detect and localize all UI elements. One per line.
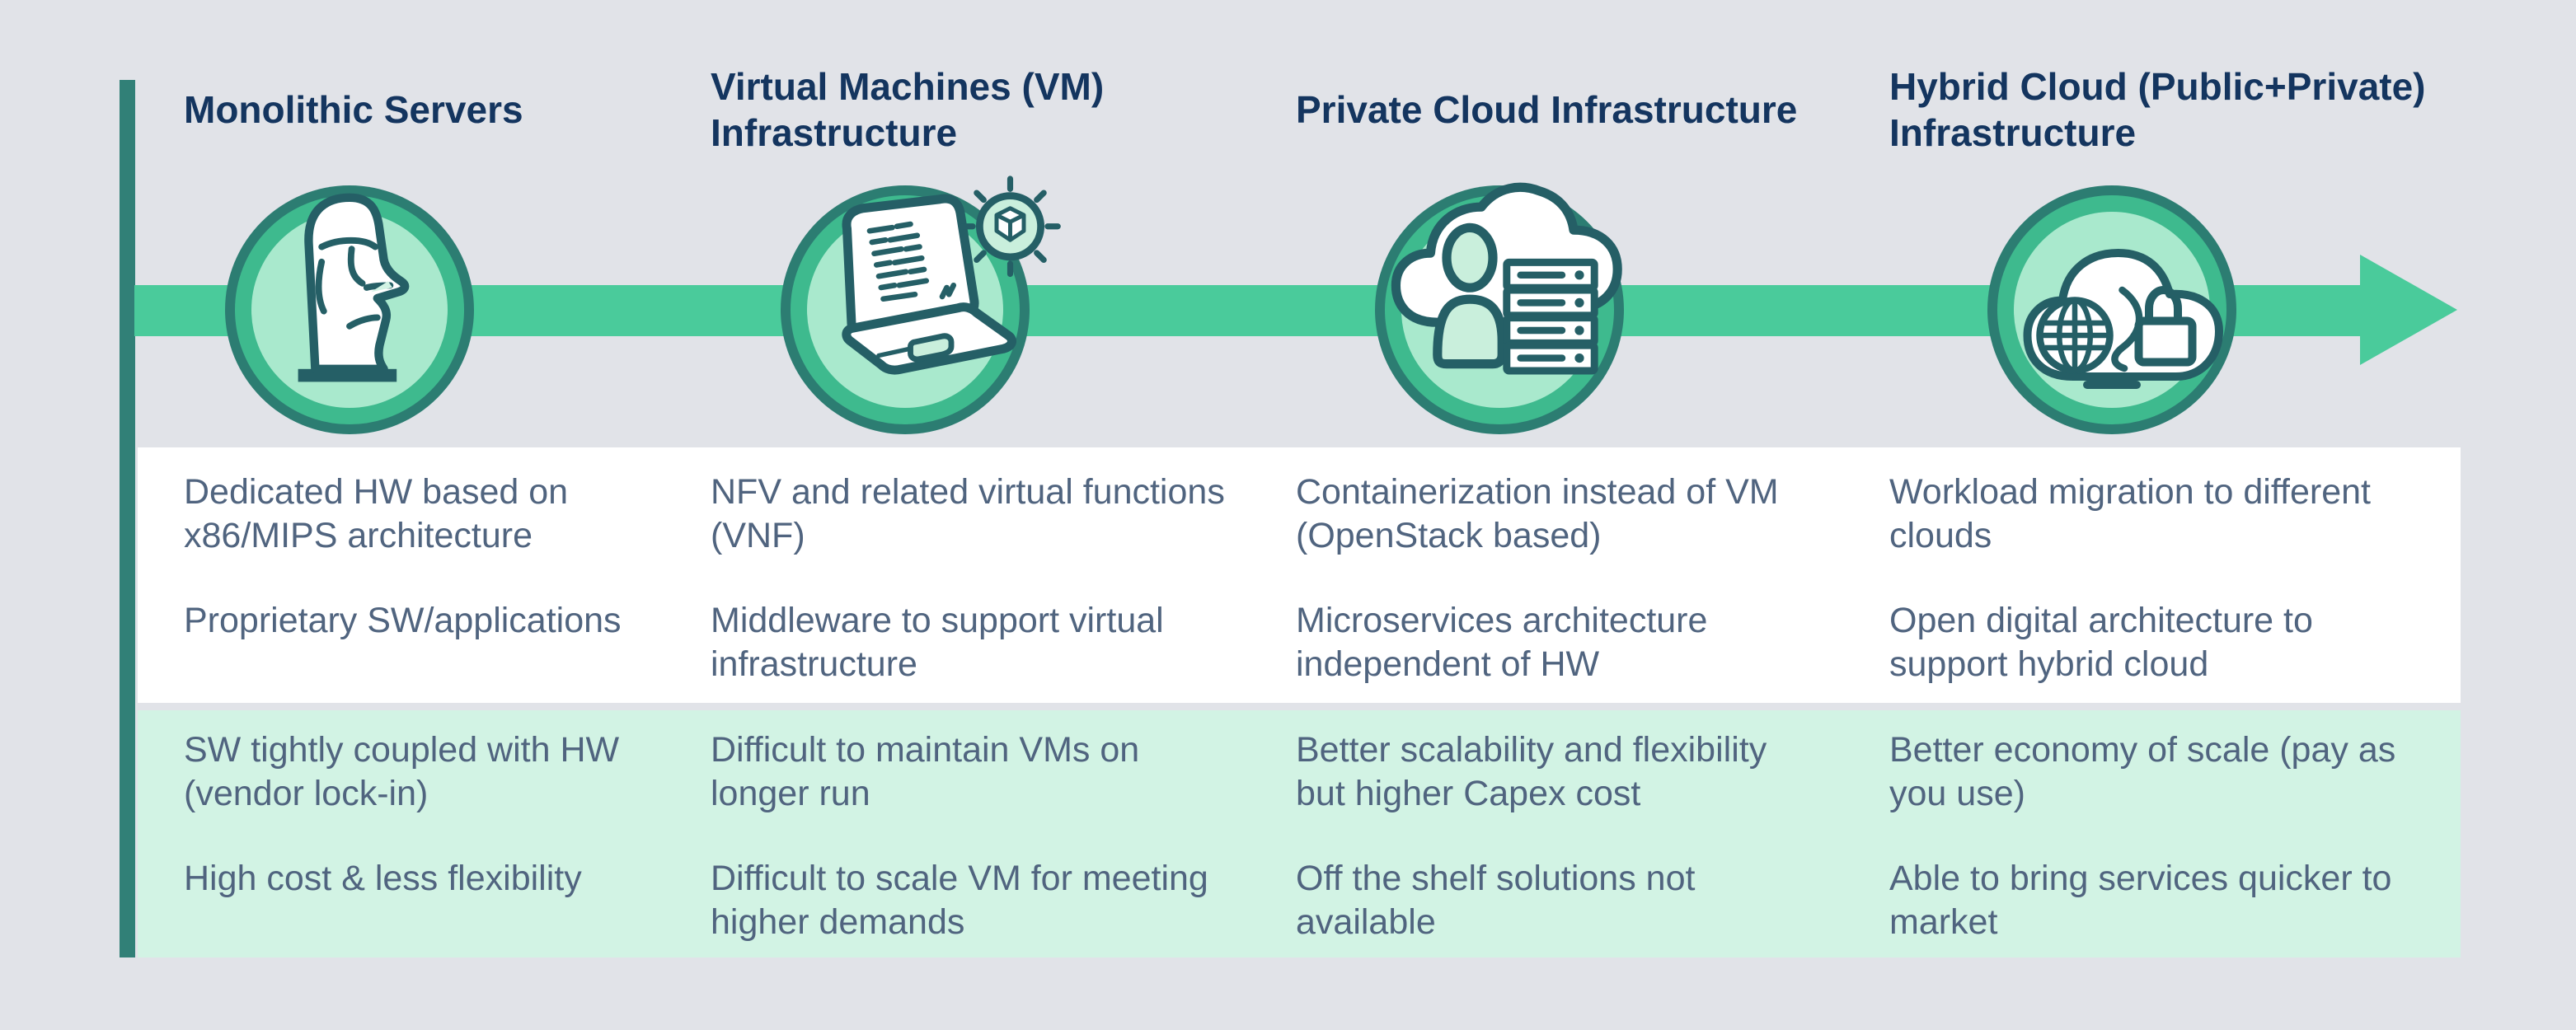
point-text: Middleware to support virtual infrastruc… [711, 601, 1164, 684]
white-cell-vm: NFV and related virtual functions (VNF) … [711, 471, 1225, 686]
stage-title-private-cloud: Private Cloud Infrastructure [1296, 87, 1798, 131]
green-cell-vm: Difficult to maintain VMs on longer run … [711, 728, 1208, 944]
moai-statue-icon [298, 193, 410, 382]
stage-title-vm: Virtual Machines (VM) Infrastructure [711, 64, 1105, 154]
point-text: Open digital architecture to support hyb… [1889, 601, 2313, 684]
private-cloud-icon [1391, 182, 1622, 375]
point-text: Better economy of scale (pay as you use) [1889, 730, 2396, 813]
left-accent-bar [120, 80, 135, 957]
white-row-background [138, 447, 2461, 703]
laptop-code-icon [842, 176, 1061, 375]
stage-circle-private-cloud [1385, 182, 1622, 424]
point-text: NFV and related virtual functions (VNF) [711, 472, 1225, 555]
point-text: Able to bring services quicker to market [1889, 859, 2392, 942]
stage-title-hybrid-cloud: Hybrid Cloud (Public+Private) Infrastruc… [1889, 64, 2426, 154]
point-text: Proprietary SW/applications [184, 601, 622, 640]
point-text: SW tightly coupled with HW (vendor lock-… [184, 730, 620, 813]
point-text: Containerization instead of VM (OpenStac… [1296, 472, 1779, 555]
point-text: Workload migration to different clouds [1889, 472, 2371, 555]
point-text: Difficult to scale VM for meeting higher… [711, 859, 1208, 942]
green-cell-private-cloud: Better scalability and flexibility but h… [1296, 728, 1767, 944]
point-text: Difficult to maintain VMs on longer run [711, 730, 1140, 813]
point-text: Better scalability and flexibility but h… [1296, 730, 1767, 813]
stage-title-monolithic: Monolithic Servers [184, 87, 523, 131]
green-cell-hybrid-cloud: Better economy of scale (pay as you use)… [1889, 728, 2395, 944]
point-text: Dedicated HW based on x86/MIPS architect… [184, 472, 569, 555]
stage-circle-hybrid-cloud [1997, 195, 2226, 424]
stage-circle-vm [791, 176, 1061, 424]
point-text: Off the shelf solutions not available [1296, 859, 1696, 942]
white-cell-hybrid-cloud: Workload migration to different clouds O… [1889, 471, 2371, 686]
hybrid-cloud-icon [2023, 249, 2223, 389]
green-cell-monolithic: SW tightly coupled with HW (vendor lock-… [184, 728, 619, 901]
white-cell-monolithic: Dedicated HW based on x86/MIPS architect… [184, 471, 622, 643]
stage-circle-monolithic [235, 193, 464, 424]
timeline-arrowhead-icon [2360, 255, 2457, 365]
timeline-band [134, 285, 2360, 336]
white-cell-private-cloud: Containerization instead of VM (OpenStac… [1296, 471, 1779, 686]
point-text: High cost & less flexibility [184, 859, 582, 898]
green-row-background [138, 710, 2461, 957]
point-text: Microservices architecture independent o… [1296, 601, 1708, 684]
